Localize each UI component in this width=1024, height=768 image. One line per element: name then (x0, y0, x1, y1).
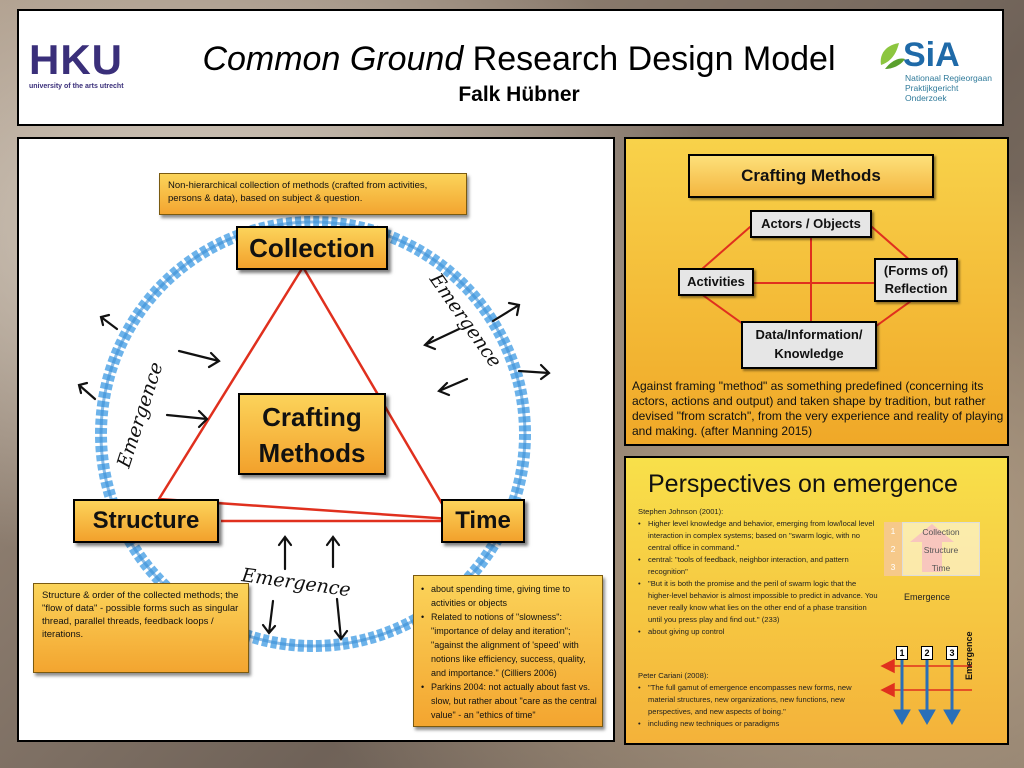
emergence-text-bottom: Emergence (239, 564, 352, 601)
main-diagram-panel: Emergence Emergence Emergence Non-hierar… (17, 137, 615, 742)
time-note-item: Parkins 2004: not actually about fast vs… (419, 680, 597, 722)
sia-logo: SiA Nationaal Regieorgaan Praktijkgerich… (877, 37, 997, 107)
cariani-item: "The full gamut of emergence encompasses… (638, 682, 878, 718)
johnson-item: "But it is both the promise and the peri… (638, 578, 878, 626)
time-note-item: Related to notions of "slowness": "impor… (419, 610, 597, 680)
collection-note: Non-hierarchical collection of methods (… (159, 173, 467, 215)
data-knowledge-box: Data/Information/ Knowledge (741, 321, 877, 369)
johnson-item: central: "tools of feedback, neighbor in… (638, 554, 878, 578)
column-number-1: 1 (896, 646, 908, 660)
reflection-box: (Forms of) Reflection (874, 258, 958, 302)
column-number-3: 3 (946, 646, 958, 660)
emergence-title: Perspectives on emergence (648, 470, 958, 498)
crafting-methods-panel: Crafting Methods Actors / Objects Activi… (624, 137, 1009, 446)
hku-logo: HKU university of the arts utrecht (29, 36, 124, 91)
cariani-section: Peter Cariani (2008): "The full gamut of… (638, 670, 878, 730)
sia-leaf-icon (880, 43, 905, 69)
crafting-description: Against framing "method" as something pr… (632, 379, 1004, 438)
emergence-panel: Perspectives on emergence Stephen Johnso… (624, 456, 1009, 745)
johnson-section: Stephen Johnson (2001): Higher level kno… (638, 506, 878, 638)
column-number-2: 2 (921, 646, 933, 660)
time-label: Time (441, 499, 525, 543)
emergence-text-left: Emergence (113, 359, 168, 471)
structure-note: Structure & order of the collected metho… (33, 583, 249, 673)
johnson-item: Higher level knowledge and behavior, eme… (638, 518, 878, 554)
poster-title: Common Ground Research Design Model (202, 40, 836, 78)
collection-label: Collection (236, 226, 388, 270)
mini-model-table: 1 2 3 Collection Structure Time (884, 522, 980, 576)
actors-objects-box: Actors / Objects (750, 210, 872, 238)
mini-table-caption: Emergence (904, 592, 951, 602)
header-banner: HKU university of the arts utrecht Commo… (17, 9, 1004, 126)
author-name: Falk Hübner (458, 83, 580, 106)
time-notes: about spending time, giving time to acti… (413, 575, 603, 727)
cariani-item: including new techniques or paradigms (638, 718, 878, 730)
emergence-side-label: Emergence (964, 631, 974, 680)
center-crafting-methods: Crafting Methods (238, 393, 386, 475)
time-note-item: about spending time, giving time to acti… (419, 582, 597, 610)
johnson-item: about giving up control (638, 626, 878, 638)
emergence-columns-diagram (880, 656, 972, 726)
sketch-arrows (77, 301, 551, 641)
crafting-title: Crafting Methods (688, 154, 934, 198)
structure-label: Structure (73, 499, 219, 543)
activities-box: Activities (678, 268, 754, 296)
